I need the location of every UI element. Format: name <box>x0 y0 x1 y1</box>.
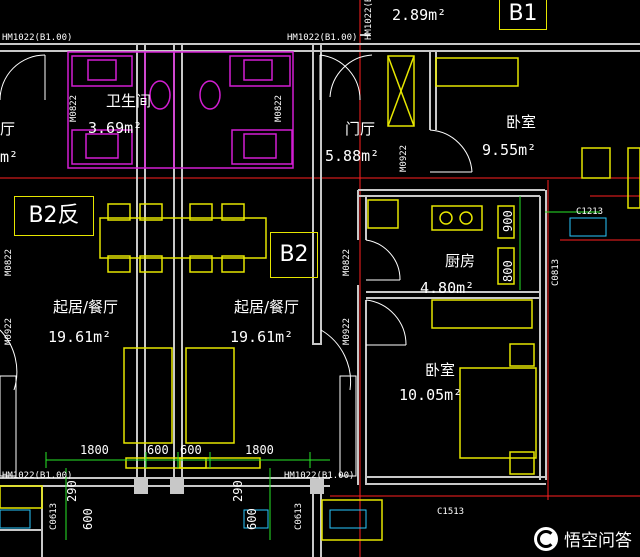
foyer-area: 5.88m² <box>325 147 380 165</box>
door-code-hm-mid: HM1022(B1.00) <box>287 33 358 43</box>
windows <box>0 217 607 529</box>
bathroom-area: 3.69m² <box>88 119 143 137</box>
dimension-1800-right: 1800 <box>245 443 274 457</box>
watermark: 悟空问答 <box>534 526 632 551</box>
dimension-290-right: 290 <box>231 480 245 502</box>
foyer-name: 门厅 <box>345 120 376 138</box>
column <box>134 478 148 494</box>
left-partial-room-area: m² <box>0 148 19 166</box>
dimension-900: 900 <box>501 210 515 232</box>
door-code-m0822-bath-left: M0822 <box>69 94 79 122</box>
watermark-text: 悟空问答 <box>564 531 632 551</box>
dimension-800: 800 <box>501 260 515 282</box>
dimension-600-b: 600 <box>180 443 202 457</box>
bedroom-bottom-area: 10.05m² <box>399 386 463 404</box>
kitchen-name: 厨房 <box>445 252 476 270</box>
bathroom-name: 卫生间 <box>106 92 152 110</box>
walls <box>0 34 640 557</box>
door-code-hm-bottom-mid: HM1022(B1.00) <box>284 471 355 481</box>
dimension-600-right: 600 <box>245 508 259 530</box>
window-code-c1513: C1513 <box>437 507 465 517</box>
door-code-m0922-foyer: M0922 <box>399 144 409 172</box>
unit-tag-b1: B1 <box>499 0 547 30</box>
door-code-m0822-kitchen: M0822 <box>342 248 352 276</box>
living-right-name: 起居/餐厅 <box>234 298 300 316</box>
door-code-hm-top: HM1022(B <box>364 0 374 40</box>
door-swings <box>0 54 473 477</box>
door-code-m0922-bedroom: M0922 <box>342 317 352 345</box>
left-partial-room-name: 厅 <box>0 120 16 138</box>
bedroom-top-name: 卧室 <box>506 113 537 131</box>
column <box>170 478 184 494</box>
dimension-600-left: 600 <box>81 508 95 530</box>
bathroom-fixtures <box>67 51 294 169</box>
wukong-logo-icon <box>534 526 558 551</box>
bedroom-top-area: 9.55m² <box>482 141 537 159</box>
living-left-name: 起居/餐厅 <box>53 298 119 316</box>
dimension-lines <box>45 196 600 540</box>
dimension-1800-left: 1800 <box>80 443 109 457</box>
furniture <box>0 55 640 541</box>
unit-tag-b2: B2 <box>270 232 318 278</box>
door-code-hm-left: HM1022(B1.00) <box>2 33 73 43</box>
bedroom-bottom-name: 卧室 <box>425 361 456 379</box>
window-code-c0613-right: C0613 <box>294 502 304 530</box>
window-code-c1213: C1213 <box>576 207 604 217</box>
column <box>310 478 324 494</box>
living-left-area: 19.61m² <box>48 328 112 346</box>
window-code-c0613-left: C0613 <box>49 502 59 530</box>
door-code-hm-bottom-left: HM1022(B1.00) <box>2 471 73 481</box>
door-code-m0922-left: M0922 <box>4 317 14 345</box>
unit-tag-b2-reverse: B2反 <box>14 196 94 236</box>
dimension-290-left: 290 <box>65 480 79 502</box>
door-code-m0822-bath-right: M0822 <box>274 94 284 122</box>
kitchen-area: 4.80m² <box>420 279 475 297</box>
dimension-600-a: 600 <box>147 443 169 457</box>
door-code-m0822-left: M0822 <box>4 248 14 276</box>
window-code-c0813: C0813 <box>551 258 561 286</box>
living-right-area: 19.61m² <box>230 328 294 346</box>
top-partial-room-area: 2.89m² <box>392 6 447 24</box>
